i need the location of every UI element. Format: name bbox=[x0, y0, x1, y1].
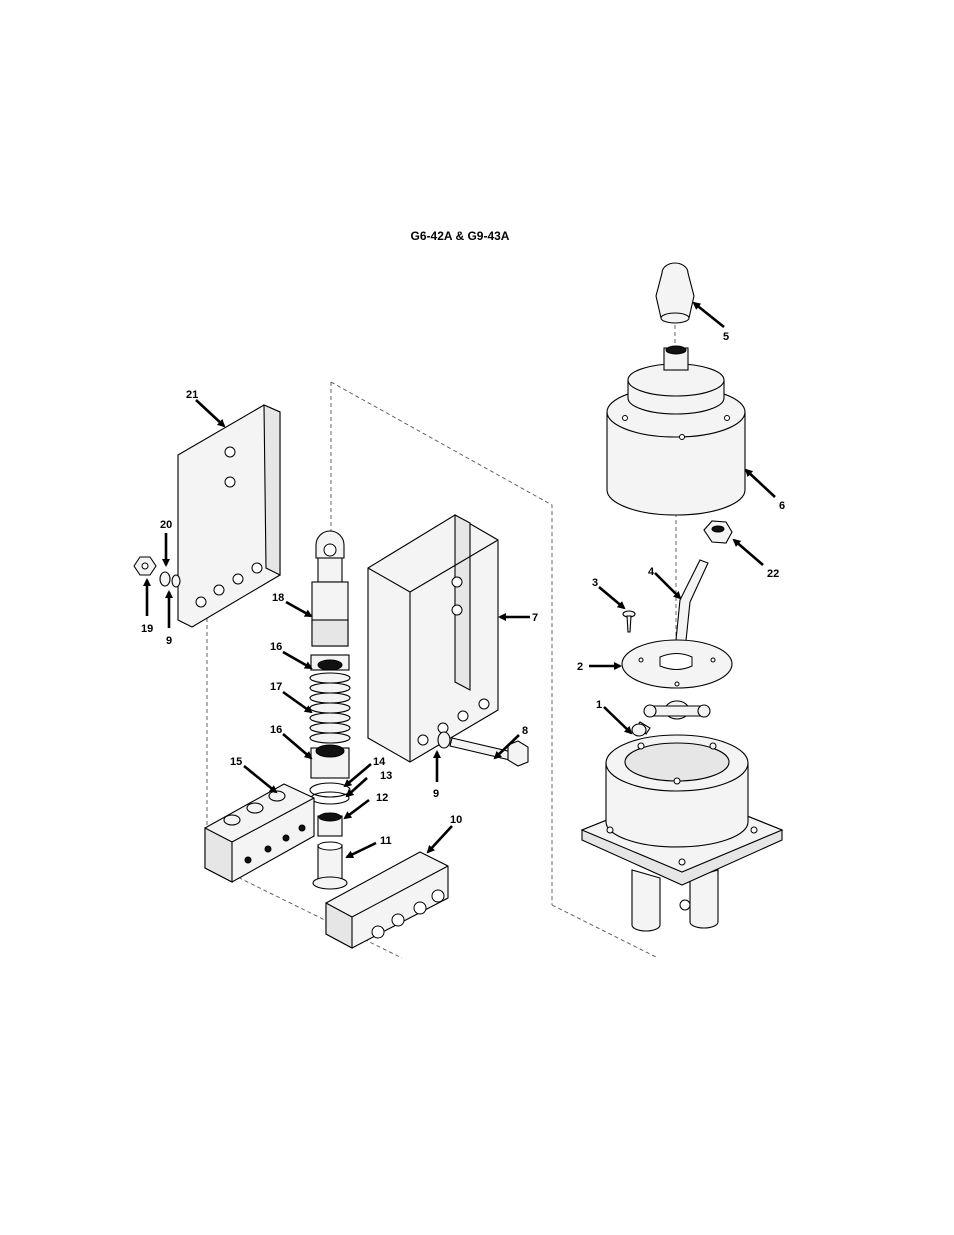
callout-14: 14 bbox=[373, 756, 386, 768]
part-7-bracket bbox=[367, 514, 499, 763]
part-18-cartridge bbox=[311, 530, 349, 647]
part-20-lockwasher bbox=[159, 571, 171, 587]
part-19-nut bbox=[133, 556, 157, 576]
part-9-washer-left bbox=[171, 574, 181, 588]
callout-4: 4 bbox=[648, 566, 655, 578]
part-21-bracket bbox=[177, 404, 281, 628]
callout-12: 12 bbox=[376, 792, 388, 804]
part-5-knob bbox=[655, 262, 695, 324]
diagram-title: G6-42A & G9-43A bbox=[410, 229, 510, 243]
part-15-cam-block bbox=[204, 783, 315, 883]
part-1-base bbox=[580, 734, 784, 932]
callout-17: 17 bbox=[270, 681, 282, 693]
gimbal-assembly bbox=[631, 700, 711, 737]
callout-1: 1 bbox=[596, 699, 602, 711]
callout-labels: 21 20 19 9 18 16 17 16 15 14 13 12 11 10… bbox=[141, 331, 785, 847]
callout-15: 15 bbox=[230, 756, 242, 768]
part-6-housing bbox=[606, 345, 746, 516]
callout-18: 18 bbox=[272, 592, 284, 604]
callout-2: 2 bbox=[577, 661, 583, 673]
part-9-washer-center bbox=[437, 731, 451, 749]
callout-7: 7 bbox=[532, 612, 538, 624]
callout-22: 22 bbox=[767, 568, 779, 580]
callout-16-bottom: 16 bbox=[270, 724, 282, 736]
callout-9-left: 9 bbox=[166, 635, 172, 647]
part-16-spring-seat-bottom bbox=[310, 744, 350, 779]
callout-arrows bbox=[143, 301, 776, 859]
part-8-bolt bbox=[449, 737, 529, 767]
callout-13: 13 bbox=[380, 770, 392, 782]
part-13-washer bbox=[310, 791, 350, 805]
part-11-flanged-bushing bbox=[312, 841, 348, 890]
callout-19: 19 bbox=[141, 623, 153, 635]
callout-3: 3 bbox=[592, 577, 598, 589]
part-22-nut bbox=[703, 520, 733, 544]
part-14-retaining-ring bbox=[309, 782, 351, 798]
callout-16-top: 16 bbox=[270, 641, 282, 653]
part-16-spring-seat-top bbox=[310, 654, 350, 671]
part-2-plate bbox=[621, 639, 733, 689]
callout-10: 10 bbox=[450, 814, 462, 826]
part-12-bushing bbox=[317, 812, 343, 837]
callout-9-center: 9 bbox=[433, 788, 439, 800]
callout-5: 5 bbox=[723, 331, 729, 343]
part-10-cam-block bbox=[325, 851, 449, 949]
part-3-screw bbox=[622, 610, 636, 633]
callout-11: 11 bbox=[380, 835, 392, 847]
callout-8: 8 bbox=[522, 725, 528, 737]
callout-6: 6 bbox=[779, 500, 785, 512]
callout-20: 20 bbox=[160, 519, 172, 531]
part-17-spring bbox=[309, 672, 351, 744]
callout-21: 21 bbox=[186, 389, 198, 401]
